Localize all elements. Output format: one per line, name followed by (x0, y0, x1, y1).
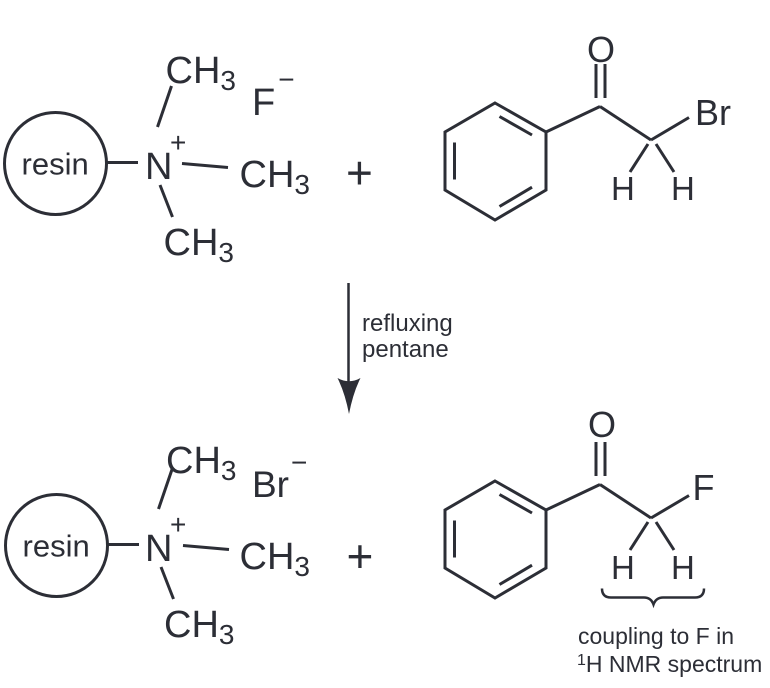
annotation-superscript: 1 (577, 652, 586, 669)
methyl-base: CH (164, 604, 219, 646)
counterion-symbol: F (252, 82, 275, 124)
arrow-head (337, 378, 361, 414)
fluorine-label: F (693, 467, 715, 508)
product-phenacyl-skeleton (443, 440, 691, 600)
methyl-sub: 3 (220, 65, 236, 96)
resin-label: resin (22, 147, 89, 182)
plus-sign-bottom: + (347, 530, 374, 582)
counterion-symbol: Br (252, 464, 289, 505)
nitrogen-label: N (145, 146, 172, 188)
counterion-charge: − (278, 64, 294, 95)
methyl-base: CH (164, 222, 219, 264)
oxygen-label: O (588, 404, 616, 445)
reaction-arrow (337, 283, 361, 414)
annotation-line2: 1H NMR spectrum (577, 651, 762, 677)
nitrogen-charge: + (170, 509, 186, 540)
plus-sign-top: + (346, 147, 373, 199)
arrow-condition-line1: refluxing (362, 310, 453, 337)
bromine-label: Br (695, 92, 731, 133)
counterion-charge: − (291, 447, 307, 478)
methyl-sub: 3 (219, 619, 235, 650)
methyl-top-label: CH3 (166, 50, 236, 96)
methyl-bottom-label: CH3 (164, 222, 234, 268)
nitrogen-label: N (145, 528, 172, 570)
methyl-top-label: CH3 (166, 440, 236, 486)
methyl-sub: 3 (221, 455, 237, 486)
hydrogen-left-label: H (611, 170, 635, 207)
underbrace (600, 588, 706, 609)
methyl-right-label: CH3 (240, 154, 310, 200)
hydrogen-right-label: H (671, 170, 695, 207)
nitrogen-charge: + (170, 127, 186, 158)
methyl-sub: 3 (218, 237, 234, 268)
methyl-right-label: CH3 (240, 536, 310, 582)
methyl-sub: 3 (294, 551, 310, 582)
methyl-base: CH (240, 154, 295, 196)
bromide-counterion-label: Br− (252, 447, 307, 505)
annotation-line2-rest: H NMR spectrum (586, 651, 762, 677)
methyl-bottom-label: CH3 (164, 604, 234, 650)
hydrogen-right-label: H (671, 549, 695, 586)
methyl-base: CH (166, 50, 221, 92)
hydrogen-left-label: H (611, 549, 635, 586)
oxygen-label: O (587, 29, 615, 70)
methyl-base: CH (240, 536, 295, 578)
fluoride-counterion-label: F− (252, 64, 295, 124)
reactant-phenacyl-skeleton (443, 62, 691, 222)
annotation-line1: coupling to F in (578, 623, 734, 649)
methyl-sub: 3 (294, 169, 310, 200)
arrow-condition-line2: pentane (362, 336, 449, 363)
resin-label: resin (23, 529, 90, 564)
methyl-base: CH (166, 440, 221, 482)
